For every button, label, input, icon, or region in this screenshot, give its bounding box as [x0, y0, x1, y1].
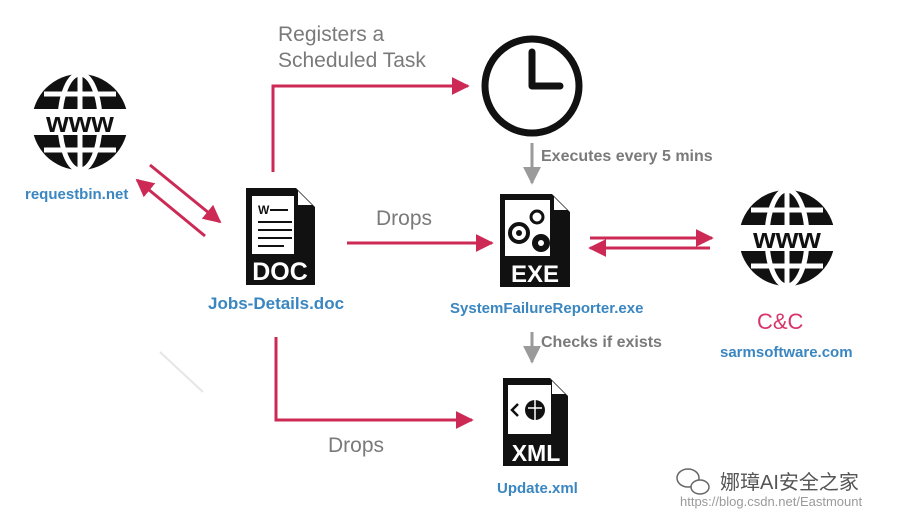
- edge-label-scheduled-task: Registers a Scheduled Task: [278, 23, 426, 72]
- cc-title: C&C: [757, 309, 804, 334]
- exe-file-icon: EXE: [500, 194, 570, 288]
- doc-badge: DOC: [252, 258, 308, 286]
- edge-label-drops-xml: Drops: [328, 434, 385, 457]
- cc-globe-text: www: [752, 223, 821, 255]
- xml-file-icon: XML: [503, 378, 568, 466]
- clock-icon: [481, 35, 583, 137]
- xml-badge: XML: [512, 440, 561, 466]
- arrow-doc-to-xml: [274, 337, 474, 429]
- requestbin-globe-icon: www: [24, 71, 136, 173]
- jobs-doc-label: Jobs-Details.doc: [208, 294, 345, 313]
- cc-label: sarmsoftware.com: [720, 344, 853, 361]
- cc-globe-icon: www: [731, 187, 843, 289]
- edge-label-executes: Executes every 5 mins: [541, 148, 713, 165]
- edge-label-drops-exe: Drops: [376, 207, 433, 230]
- watermark-title: 娜璋AI安全之家: [720, 472, 859, 494]
- requestbin-label: requestbin.net: [25, 186, 129, 203]
- watermark-url: https://blog.csdn.net/Eastmount: [680, 494, 863, 509]
- arrow-doc-to-requestbin: [135, 178, 206, 238]
- doc-mini-letter: W: [258, 203, 270, 217]
- xml-label: Update.xml: [497, 480, 578, 497]
- requestbin-globe-text: www: [45, 107, 114, 139]
- arrow-doc-to-clock: [271, 77, 470, 172]
- wechat-icon: [676, 468, 710, 495]
- arrow-requestbin-to-doc: [149, 163, 222, 224]
- edge-label-checks: Checks if exists: [541, 334, 662, 351]
- exe-label: SystemFailureReporter.exe: [450, 300, 644, 317]
- exe-badge: EXE: [511, 261, 559, 288]
- doc-file-icon: W DOC: [246, 188, 315, 286]
